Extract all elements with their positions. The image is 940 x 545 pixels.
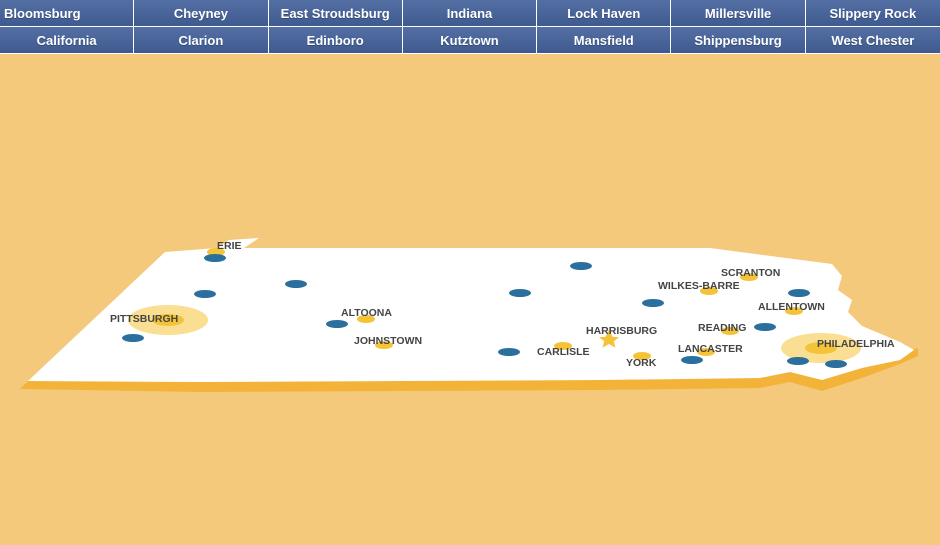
campus-dot[interactable] — [642, 299, 664, 307]
campus-dot[interactable] — [204, 254, 226, 262]
campus-dot[interactable] — [825, 360, 847, 368]
pittsburgh-marker — [152, 314, 184, 326]
city-label-pittsburgh: PITTSBURGH — [110, 313, 178, 325]
nav-lock-haven[interactable]: Lock Haven — [537, 0, 672, 27]
nav-slippery-rock[interactable]: Slippery Rock — [805, 0, 940, 27]
wilkes-barre-marker — [700, 287, 718, 295]
star-icon — [599, 330, 619, 348]
city-label-carlisle: CARLISLE — [537, 346, 590, 358]
reading-marker — [721, 327, 739, 335]
campus-dot[interactable] — [788, 289, 810, 297]
map-svg: ERIE PITTSBURGH ALTOONA JOHNSTOWN HARRIS… — [20, 238, 918, 392]
city-label-lancaster: LANCASTER — [678, 343, 743, 355]
campus-dot[interactable] — [194, 290, 216, 298]
campus-dot[interactable] — [787, 357, 809, 365]
state-shape — [28, 238, 914, 382]
nav-clarion[interactable]: Clarion — [134, 27, 269, 54]
pennsylvania-map: ERIE PITTSBURGH ALTOONA JOHNSTOWN HARRIS… — [0, 54, 940, 540]
city-labels: ERIE PITTSBURGH ALTOONA JOHNSTOWN HARRIS… — [110, 240, 895, 369]
erie-marker — [207, 248, 225, 256]
carlisle-marker — [554, 342, 572, 350]
campus-dot[interactable] — [122, 334, 144, 342]
nav-mansfield[interactable]: Mansfield — [537, 27, 672, 54]
nav-edinboro[interactable]: Edinboro — [268, 27, 403, 54]
york-marker — [633, 352, 651, 360]
nav-indiana[interactable]: Indiana — [402, 0, 538, 27]
nav-cheyney[interactable]: Cheyney — [134, 0, 269, 27]
nav-california[interactable]: California — [0, 27, 135, 54]
campus-dot[interactable] — [754, 323, 776, 331]
city-label-johnstown: JOHNSTOWN — [354, 335, 422, 347]
campus-dot[interactable] — [285, 280, 307, 288]
campus-dot[interactable] — [570, 262, 592, 270]
altoona-marker — [357, 315, 375, 323]
lancaster-marker — [697, 348, 715, 356]
city-label-scranton: SCRANTON — [721, 267, 780, 279]
campus-dot[interactable] — [326, 320, 348, 328]
university-nav: Bloomsburg Cheyney East Stroudsburg Indi… — [0, 0, 940, 54]
city-label-york: YORK — [626, 357, 657, 369]
state-edge — [20, 348, 918, 392]
campus-dots — [122, 254, 847, 368]
campus-dot[interactable] — [681, 356, 703, 364]
nav-east-stroudsburg[interactable]: East Stroudsburg — [268, 0, 403, 27]
allentown-marker — [785, 307, 803, 315]
nav-millersville[interactable]: Millersville — [671, 0, 806, 27]
philadelphia-marker — [805, 342, 837, 354]
city-label-allentown: ALLENTOWN — [758, 301, 825, 313]
campus-dot[interactable] — [509, 289, 531, 297]
nav-bloomsburg[interactable]: Bloomsburg — [0, 0, 135, 27]
johnstown-marker — [375, 341, 393, 349]
city-label-harrisburg: HARRISBURG — [586, 325, 657, 337]
nav-shippensburg[interactable]: Shippensburg — [671, 27, 806, 54]
city-label-erie: ERIE — [217, 240, 242, 252]
nav-west-chester[interactable]: West Chester — [805, 27, 940, 54]
campus-dot[interactable] — [498, 348, 520, 356]
scranton-marker — [740, 273, 758, 281]
city-label-philadelphia: PHILADELPHIA — [817, 338, 895, 350]
city-label-wilkes-barre: WILKES-BARRE — [658, 280, 740, 292]
city-markers — [128, 248, 861, 363]
city-label-altoona: ALTOONA — [341, 307, 392, 319]
nav-kutztown[interactable]: Kutztown — [402, 27, 538, 54]
city-label-reading: READING — [698, 322, 746, 334]
